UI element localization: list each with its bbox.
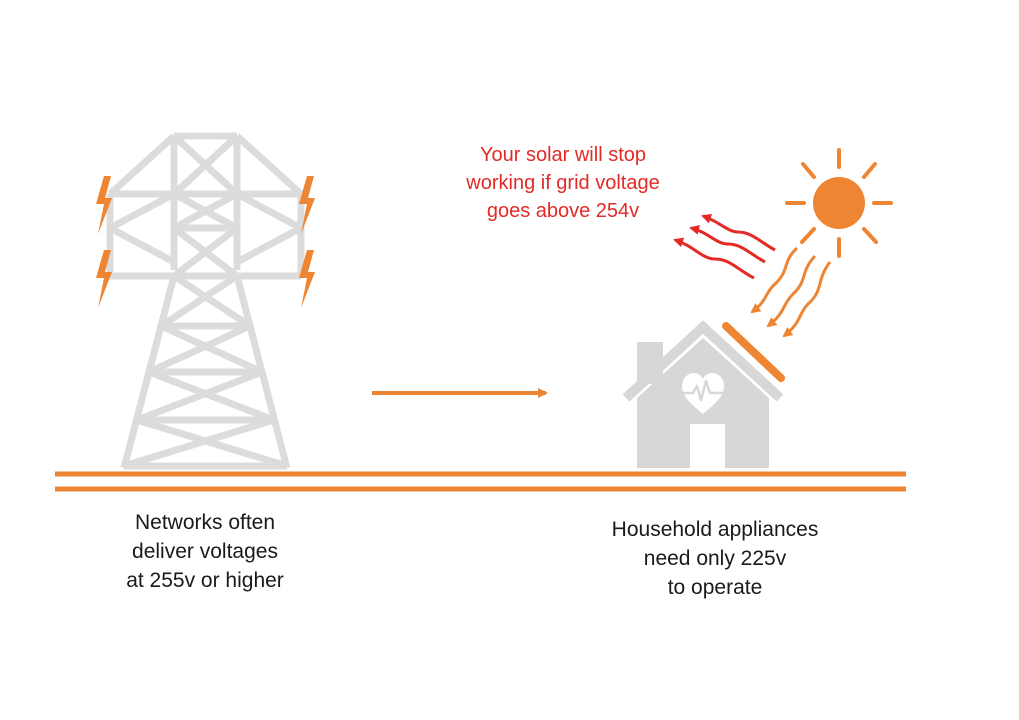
sunlight-arrow	[750, 246, 799, 314]
network-caption: Networks often deliver voltages at 255v …	[60, 508, 350, 595]
sun-icon	[785, 148, 893, 258]
excess-voltage-arrow	[673, 237, 755, 280]
house-icon	[622, 320, 784, 468]
lightning-bolt-icon	[299, 176, 315, 234]
household-caption: Household appliances need only 225v to o…	[555, 515, 875, 602]
sunlight-arrow	[766, 254, 817, 328]
household-caption-line: to operate	[667, 576, 763, 599]
network-caption-line: deliver voltages	[132, 540, 278, 563]
house-roof	[622, 320, 784, 402]
lightning-bolt-icon	[96, 250, 112, 308]
warning-message: Your solar will stop working if grid vol…	[418, 141, 708, 225]
heart-pulse-icon	[678, 373, 728, 414]
warning-line: goes above 254v	[486, 200, 640, 222]
lightning-bolt-icon	[96, 176, 112, 234]
excess-voltage-arrow	[701, 213, 776, 252]
sunlight-arrows	[750, 246, 832, 338]
warning-line: Your solar will stop	[479, 144, 646, 166]
warning-line: working if grid voltage	[466, 172, 660, 194]
excess-voltage-arrows	[673, 213, 776, 280]
sunlight-arrow	[782, 261, 832, 338]
network-caption-line: at 255v or higher	[126, 569, 284, 592]
lightning-bolts	[96, 176, 315, 308]
network-caption-line: Networks often	[134, 511, 276, 534]
excess-voltage-arrow	[689, 224, 766, 264]
household-caption-line: Household appliances	[611, 518, 819, 541]
sun-disc	[813, 177, 865, 229]
lightning-bolt-icon	[299, 250, 315, 308]
solar-panel-icon	[722, 322, 785, 382]
household-caption-line: need only 225v	[643, 547, 787, 570]
ground-lines	[55, 471, 906, 492]
transmission-tower-icon	[106, 132, 305, 470]
